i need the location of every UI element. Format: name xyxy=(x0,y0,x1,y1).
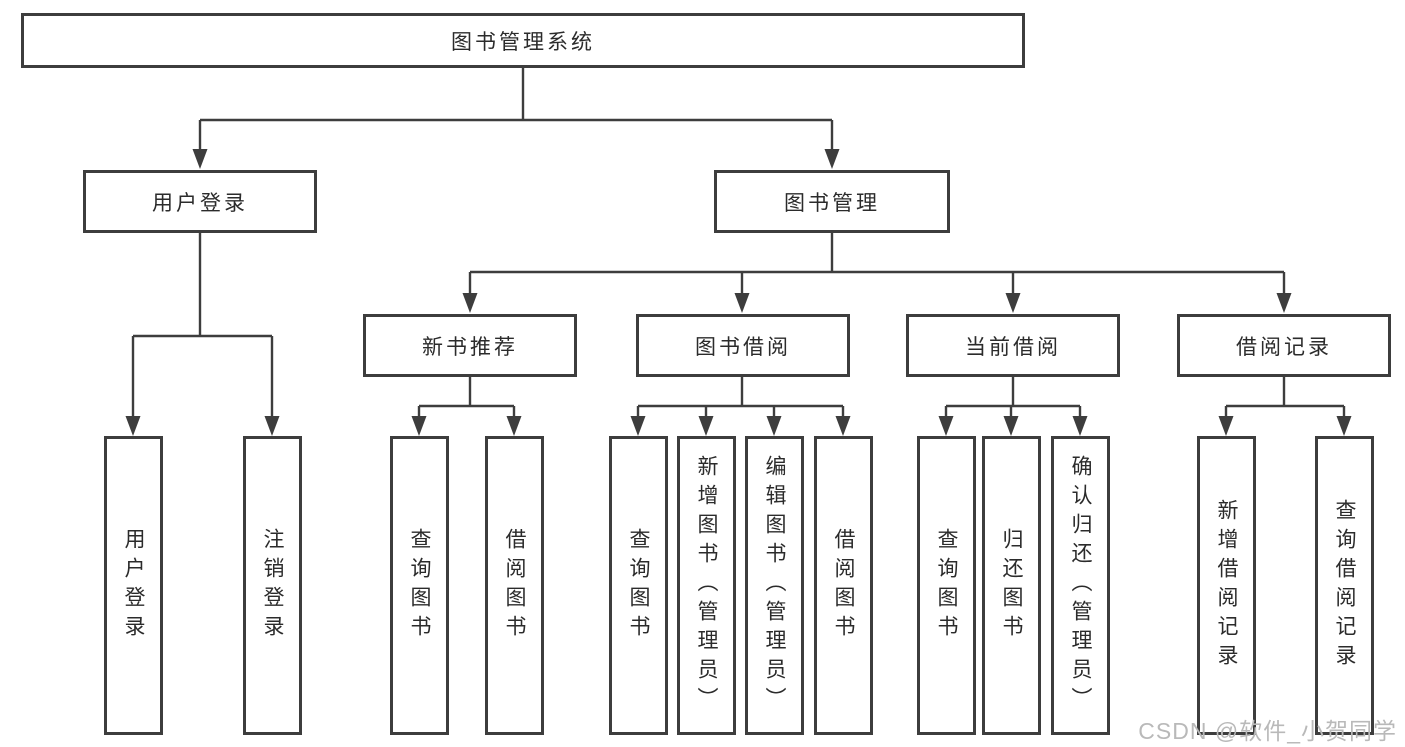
node-new-book-recommend: 新书推荐 xyxy=(363,314,577,377)
csdn-watermark: CSDN @软件_小贺同学 xyxy=(1138,718,1397,744)
node-book-borrow: 图书借阅 xyxy=(636,314,850,377)
node-user-login: 用户登录 xyxy=(83,170,317,233)
leaf-logout-login: 注销登录 xyxy=(243,436,302,735)
leaf-query-borrow-record: 查询借阅记录 xyxy=(1315,436,1374,735)
leaf-user-login: 用户登录 xyxy=(104,436,163,735)
leaf-query-books-recommend: 查询图书 xyxy=(390,436,449,735)
leaf-query-books-current: 查询图书 xyxy=(917,436,976,735)
leaf-confirm-return-admin: 确认归还（管理员） xyxy=(1051,436,1110,735)
leaf-return-books: 归还图书 xyxy=(982,436,1041,735)
arrowheads xyxy=(125,149,1352,436)
node-book-management: 图书管理 xyxy=(714,170,950,233)
leaf-add-book-admin: 新增图书（管理员） xyxy=(677,436,736,735)
leaf-edit-book-admin: 编辑图书（管理员） xyxy=(745,436,804,735)
leaf-add-borrow-record: 新增借阅记录 xyxy=(1197,436,1256,735)
leaf-query-books-borrow: 查询图书 xyxy=(609,436,668,735)
node-library-management-system: 图书管理系统 xyxy=(21,13,1025,68)
node-current-borrow: 当前借阅 xyxy=(906,314,1120,377)
leaf-borrow-books: 借阅图书 xyxy=(814,436,873,735)
leaf-borrow-books-recommend: 借阅图书 xyxy=(485,436,544,735)
node-borrow-records: 借阅记录 xyxy=(1177,314,1391,377)
